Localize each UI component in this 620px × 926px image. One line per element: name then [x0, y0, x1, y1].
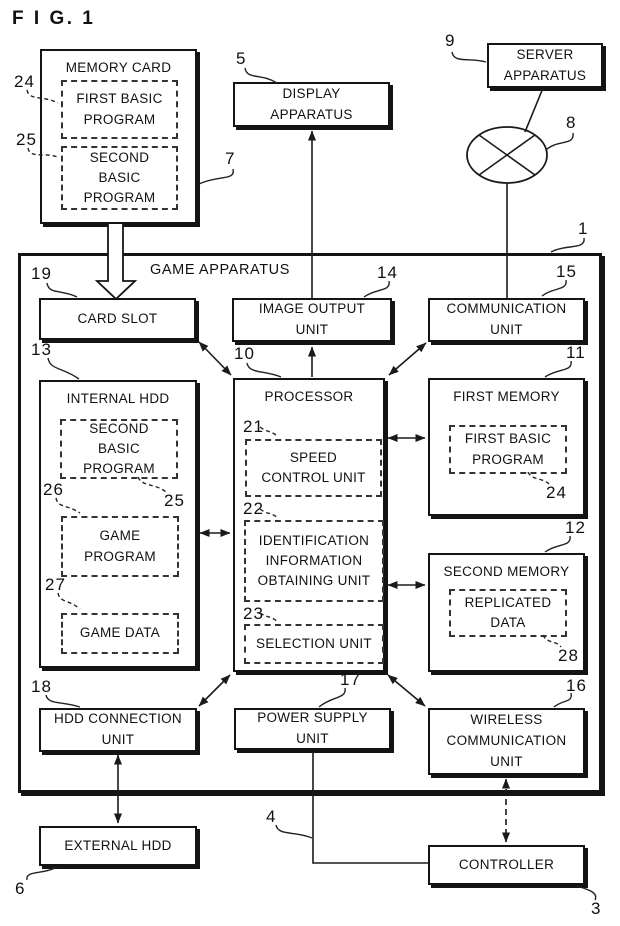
ref-22: 22 — [243, 499, 264, 518]
leader-7 — [198, 168, 234, 185]
wireless-communication-unit-box: WIRELESS COMMUNICATION UNIT — [428, 708, 585, 775]
controller-label: CONTROLLER — [458, 856, 555, 872]
card-slot-label: CARD SLOT — [77, 310, 158, 326]
game-program-box: GAME PROGRAM — [61, 516, 179, 577]
leader-8 — [545, 132, 574, 151]
selection-unit-box: SELECTION UNIT — [244, 624, 384, 664]
power-supply-unit-box: POWER SUPPLY UNIT — [234, 708, 391, 750]
first-memory-box: FIRST MEMORY FIRST BASIC PROGRAM — [428, 378, 585, 516]
ref-19: 19 — [31, 264, 52, 283]
ref-7: 7 — [225, 149, 236, 168]
ref-10: 10 — [234, 344, 255, 363]
memory-card-box: MEMORY CARD FIRST BASIC PROGRAM SECOND B… — [40, 49, 197, 224]
ref-23: 23 — [243, 604, 264, 623]
hdd-second-basic-program-box: SECOND BASIC PROGRAM — [60, 419, 178, 479]
internal-hdd-box: INTERNAL HDD SECOND BASIC PROGRAM GAME P… — [39, 380, 197, 668]
ref-12: 12 — [565, 518, 586, 537]
image-output-unit-label: IMAGE OUTPUT UNIT — [258, 301, 366, 337]
identification-information-obtaining-unit-box: IDENTIFICATION INFORMATION OBTAINING UNI… — [244, 520, 384, 602]
ref-3: 3 — [591, 899, 602, 918]
ref-24-card: 24 — [14, 72, 35, 91]
leader-1 — [550, 237, 585, 253]
second-memory-box: SECOND MEMORY REPLICATED DATA — [428, 553, 585, 672]
ref-5: 5 — [236, 49, 247, 68]
speed-control-unit-box: SPEED CONTROL UNIT — [245, 439, 382, 497]
communication-unit-label: COMMUNICATION UNIT — [446, 301, 567, 337]
display-apparatus-box: DISPLAY APPARATUS — [233, 82, 390, 127]
server-apparatus-box: SERVER APPARATUS — [487, 43, 603, 88]
controller-box: CONTROLLER — [428, 845, 585, 885]
network-icon — [466, 126, 548, 184]
ref-27: 27 — [45, 575, 66, 594]
leader-3 — [575, 885, 597, 901]
ref-18: 18 — [31, 677, 52, 696]
wireless-communication-unit-label: WIRELESS COMMUNICATION UNIT — [446, 712, 567, 769]
ref-21: 21 — [243, 417, 264, 436]
ref-9: 9 — [445, 31, 456, 50]
first-memory-title: FIRST MEMORY — [453, 389, 560, 404]
communication-unit-box: COMMUNICATION UNIT — [428, 298, 585, 342]
server-apparatus-label: SERVER APPARATUS — [503, 46, 587, 83]
processor-box: PROCESSOR SPEED CONTROL UNIT IDENTIFICAT… — [233, 378, 385, 672]
server-to-network-line — [524, 87, 544, 133]
internal-hdd-title: INTERNAL HDD — [66, 391, 170, 406]
hdd-connection-unit-label: HDD CONNECTION UNIT — [54, 711, 182, 747]
memory-card-title: MEMORY CARD — [65, 60, 172, 75]
external-hdd-box: EXTERNAL HDD — [39, 826, 197, 866]
ref-11: 11 — [566, 343, 586, 362]
card-slot-box: CARD SLOT — [39, 298, 196, 340]
processor-title: PROCESSOR — [264, 389, 354, 404]
ref-25-card: 25 — [16, 130, 37, 149]
ref-25-hdd: 25 — [164, 491, 185, 510]
display-apparatus-label: DISPLAY APPARATUS — [270, 85, 353, 122]
leader-5 — [244, 67, 278, 84]
ref-26: 26 — [43, 480, 64, 499]
power-supply-unit-label: POWER SUPPLY UNIT — [257, 710, 368, 746]
ref-17: 17 — [340, 670, 361, 689]
ref-13: 13 — [31, 340, 52, 359]
ref-28: 28 — [558, 646, 579, 665]
image-output-unit-box: IMAGE OUTPUT UNIT — [232, 298, 392, 342]
leader-4 — [275, 824, 313, 839]
replicated-data-box: REPLICATED DATA — [449, 589, 567, 637]
game-apparatus-title: GAME APPARATUS — [150, 262, 291, 278]
ref-24-mem: 24 — [546, 483, 567, 502]
mem-first-basic-program-box: FIRST BASIC PROGRAM — [449, 425, 567, 474]
card-second-basic-program-box: SECOND BASIC PROGRAM — [61, 146, 178, 210]
ref-15: 15 — [556, 262, 577, 281]
second-memory-title: SECOND MEMORY — [443, 564, 570, 579]
leader-6 — [26, 866, 58, 881]
ref-16: 16 — [566, 676, 587, 695]
card-first-basic-program-box: FIRST BASIC PROGRAM — [61, 80, 178, 139]
leader-9 — [451, 51, 487, 63]
ref-4: 4 — [266, 807, 277, 826]
ref-8: 8 — [566, 113, 577, 132]
game-data-box: GAME DATA — [61, 613, 179, 654]
external-hdd-label: EXTERNAL HDD — [64, 837, 172, 853]
ref-1: 1 — [578, 219, 589, 238]
hdd-connection-unit-box: HDD CONNECTION UNIT — [39, 708, 197, 752]
ref-14: 14 — [377, 263, 398, 282]
ref-6: 6 — [15, 879, 26, 898]
figure-title: F I G. 1 — [12, 8, 96, 29]
